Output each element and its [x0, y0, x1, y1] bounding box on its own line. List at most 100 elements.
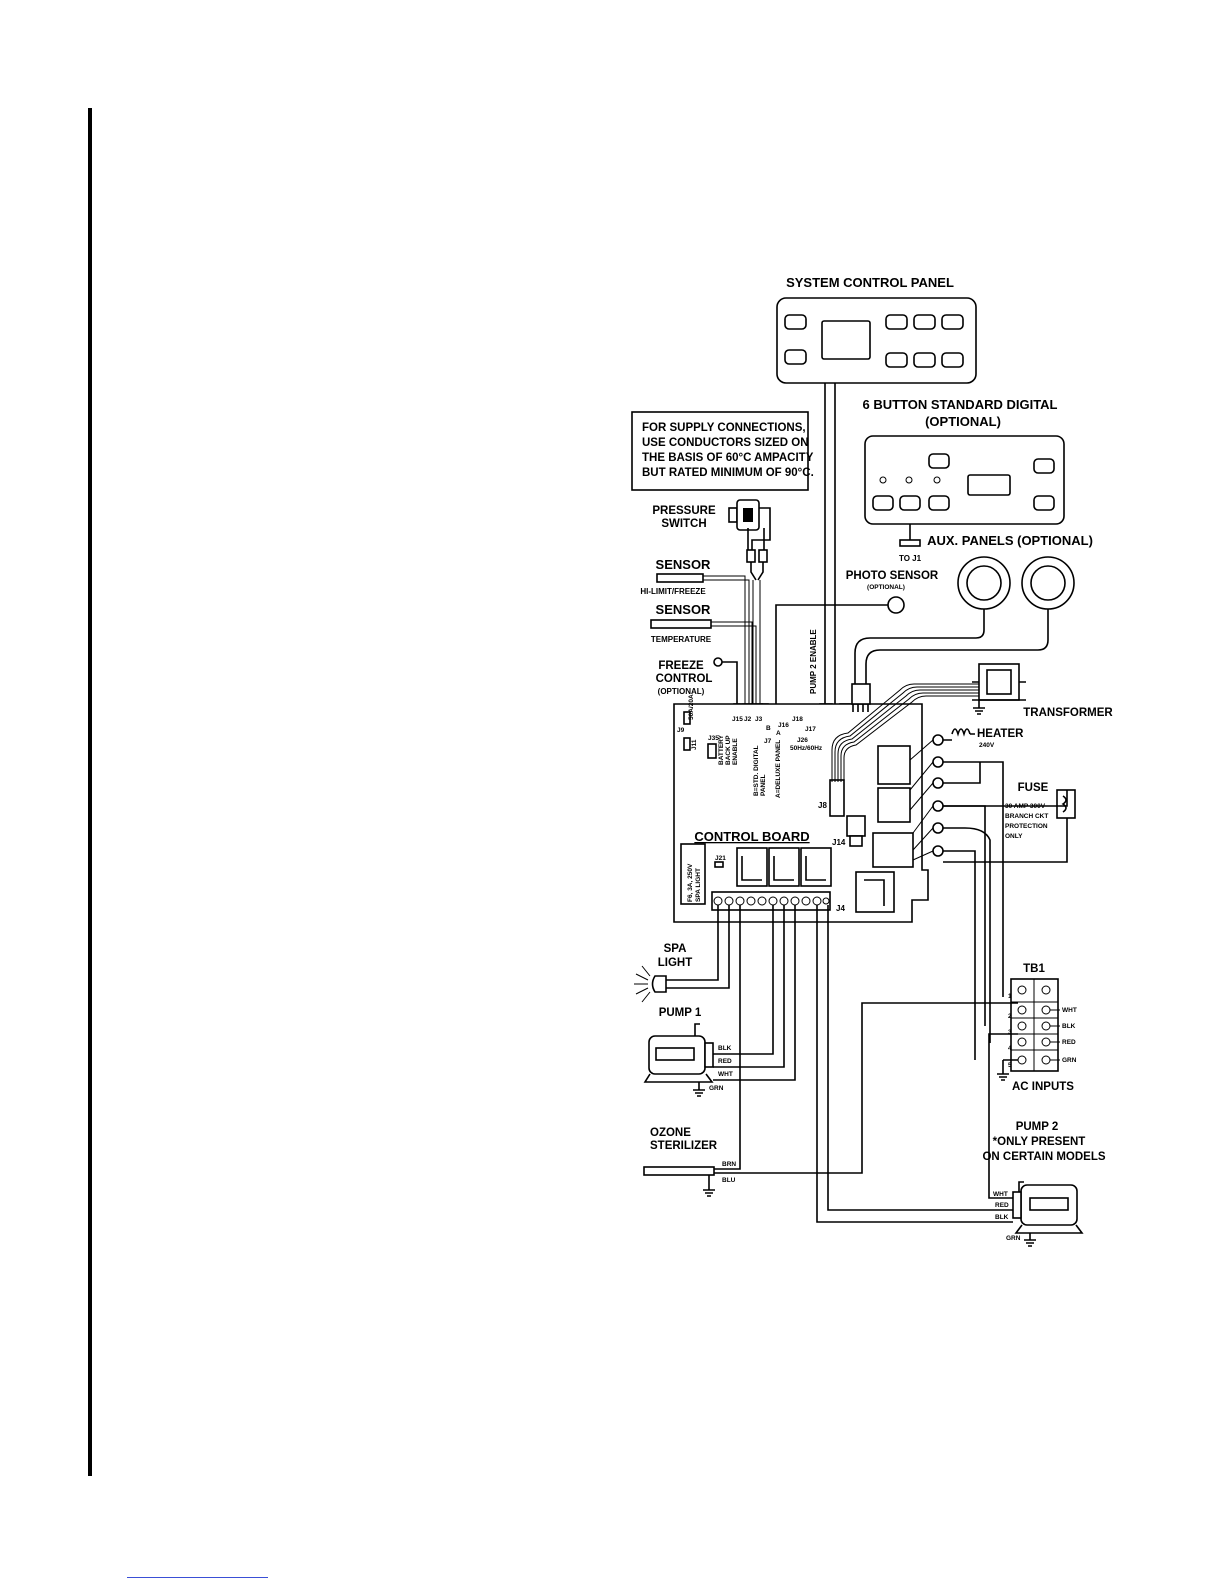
pump1-wire-wht: WHT	[718, 1071, 733, 1078]
supply-note-line-4: BUT RATED MINIMUM OF 90°C.	[642, 467, 814, 479]
pump2-label-1: PUMP 2	[1016, 1121, 1059, 1133]
fuse-note-4: ONLY	[1005, 833, 1023, 840]
fuse	[1056, 789, 1076, 819]
pump2-wires	[816, 905, 1018, 1223]
ozone-wire-blu: BLU	[722, 1177, 736, 1184]
pump2-gnd-label: GRN	[1006, 1235, 1021, 1242]
j18-label: J18	[792, 716, 803, 723]
pump1	[643, 1023, 714, 1097]
std-digital-optional: (OPTIONAL)	[925, 414, 1001, 429]
photo-sensor	[887, 596, 905, 614]
pump1-label: PUMP 1	[659, 1007, 702, 1019]
spa-light-label-2: LIGHT	[658, 957, 693, 969]
j9-label: J9	[677, 727, 685, 734]
system-control-panel	[776, 297, 977, 384]
photo-sensor-title: PHOTO SENSOR	[846, 570, 939, 582]
aux-panels	[957, 556, 1075, 610]
to-j1-label: TO J1	[899, 554, 922, 563]
j3-label: J3	[755, 716, 763, 723]
sensor-temperature	[650, 619, 712, 629]
tb1-wire-red: RED	[1062, 1039, 1076, 1046]
bottom-link-underline	[127, 1577, 268, 1578]
tb1-num-4: 4	[1008, 1045, 1012, 1052]
heater	[943, 728, 975, 741]
freeze-control-sensor	[713, 657, 723, 667]
control-board-title: CONTROL BOARD	[694, 829, 809, 844]
j8-harness	[831, 683, 980, 782]
power-wiring	[943, 761, 1068, 1060]
fuse-note-3: PROTECTION	[1005, 823, 1048, 830]
ozone-sterilizer	[643, 905, 1018, 1197]
ja-label: A	[776, 730, 781, 737]
std-digital-title: 6 BUTTON STANDARD DIGITAL	[863, 397, 1058, 412]
tb1-wire-blk: BLK	[1062, 1023, 1076, 1030]
system-control-panel-title: SYSTEM CONTROL PANEL	[786, 275, 954, 290]
supply-note-line-2: USE CONDUCTORS SIZED ON	[642, 437, 809, 449]
j16-label: J16	[778, 722, 789, 729]
board-fuse-label-2: SPA LIGHT	[695, 868, 702, 902]
tb1-num-1: 1	[1008, 993, 1012, 1000]
sensor-hi-limit-title: SENSOR	[656, 557, 712, 572]
pump2-wire-red: RED	[995, 1202, 1009, 1209]
j26-label: J26	[797, 737, 808, 744]
j35-label: J35	[708, 735, 719, 742]
supply-note-box	[631, 411, 809, 491]
sensor-temperature-title: SENSOR	[656, 602, 712, 617]
photo-sensor-sub: (OPTIONAL)	[867, 584, 905, 591]
pump2-wire-wht: WHT	[993, 1191, 1008, 1198]
ozone-wire-brn: BRN	[722, 1161, 736, 1168]
pump2-label-2: *ONLY PRESENT	[993, 1136, 1086, 1148]
pump1-gnd-label: GRN	[709, 1085, 724, 1092]
std-panel-label-1: B=STD. DIGITAL	[753, 745, 760, 796]
pump1-wire-blk: BLK	[718, 1045, 732, 1052]
spa-light-label-1: SPA	[664, 943, 687, 955]
heater-label: HEATER	[977, 728, 1024, 740]
deluxe-panel-label: A=DELUXE PANEL	[775, 740, 782, 798]
pump1-wire-red: RED	[718, 1058, 732, 1065]
freeze-control-label-1: FREEZE	[658, 660, 704, 672]
freeze-control-label-3: (OPTIONAL)	[658, 687, 705, 696]
board-fuse-label-1: F6, 3A, 250V	[687, 863, 694, 902]
aux-panels-title: AUX. PANELS (OPTIONAL)	[927, 533, 1093, 548]
supply-note-line-1: FOR SUPPLY CONNECTIONS,	[642, 422, 806, 434]
sensor-hi-limit-sub: HI-LIMIT/FREEZE	[640, 587, 706, 596]
pump1-wires	[713, 905, 796, 1081]
j17-label: J17	[805, 726, 816, 733]
std-panel-label-2: PANEL	[760, 774, 767, 796]
pump2	[1012, 1181, 1084, 1247]
battery-label-2: BACK UP	[725, 735, 732, 765]
battery-label-3: ENABLE	[732, 738, 739, 765]
jb-label: B	[766, 725, 771, 732]
j11-label: J11	[691, 739, 698, 750]
aux-harness	[851, 609, 1049, 712]
tb1-label: TB1	[1023, 963, 1045, 975]
battery-label-1: BATTERY	[718, 734, 725, 765]
pump2-enable-label: PUMP 2 ENABLE	[809, 629, 818, 694]
sensor-wires	[703, 383, 888, 716]
j21-label: J21	[715, 855, 726, 862]
ac-inputs-label: AC INPUTS	[1012, 1081, 1074, 1093]
transformer-label: TRANSFORMER	[1023, 707, 1113, 719]
hz-label: 50Hz/60Hz	[790, 745, 823, 752]
freeze-control-label-2: CONTROL	[656, 673, 713, 685]
tb1-wire-wht: WHT	[1062, 1007, 1077, 1014]
fuse-note-2: BRANCH CKT	[1005, 813, 1048, 820]
fuse-label: FUSE	[1018, 782, 1049, 794]
tb1-num-2: 2	[1008, 1013, 1012, 1020]
j7-label: J7	[764, 738, 772, 745]
pump2-wire-blk: BLK	[995, 1214, 1009, 1221]
ozone-label-2: STERILIZER	[650, 1140, 718, 1152]
j8-label: J8	[818, 801, 827, 810]
tb1-num-5: 5	[1008, 1062, 1012, 1069]
j15-label: J15	[732, 716, 743, 723]
pressure-switch-label-1: PRESSURE	[652, 505, 716, 517]
sensor-hi-limit	[656, 573, 704, 583]
control-board	[673, 703, 944, 923]
sensor-temperature-sub: TEMPERATURE	[651, 635, 712, 644]
tb1-terminal-block	[997, 978, 1060, 1081]
transformer	[972, 663, 1026, 715]
pressure-switch	[728, 499, 771, 581]
j9-rating: 50A/20A	[688, 694, 695, 720]
j2-label: J2	[744, 716, 752, 723]
